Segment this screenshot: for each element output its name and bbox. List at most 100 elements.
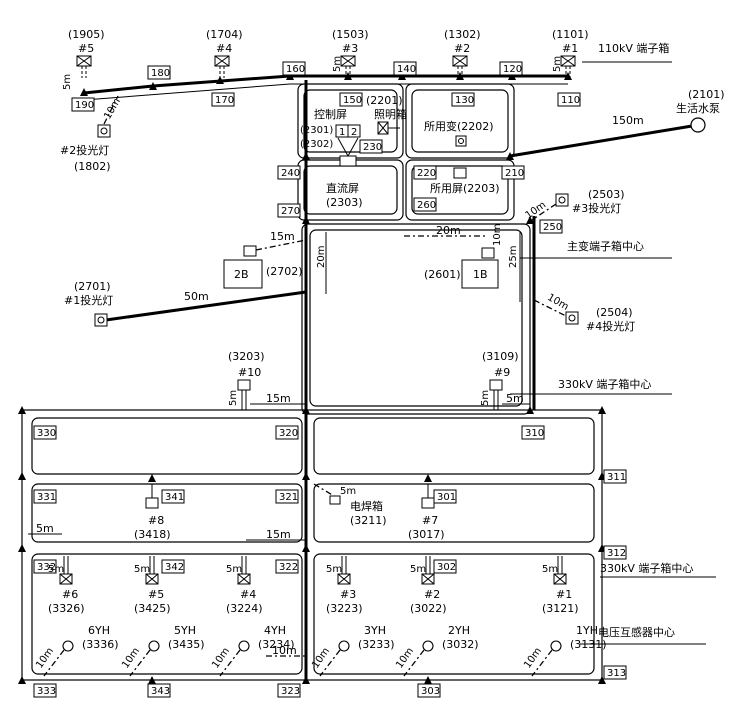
dist-150m: 150m [612, 114, 644, 127]
water-pump-id: (2101) [688, 88, 725, 101]
node-label-303: 303 [421, 686, 440, 697]
panel-2-box [347, 124, 361, 138]
top-dims: 5m 5m 5m [62, 56, 563, 90]
junction-marker-29 [424, 676, 432, 684]
kv330-lower-box-num: #6 [62, 588, 78, 601]
node-box-312 [603, 545, 627, 560]
node-331: 331 [33, 489, 57, 504]
node-label-170: 170 [215, 95, 234, 106]
node-120: 120 [499, 61, 523, 76]
voltage-transformer-icon [550, 640, 562, 652]
node-260: 260 [413, 197, 437, 212]
node-323: 323 [277, 683, 301, 698]
kv330-lower-box-4: 5m#4(3224) [226, 556, 263, 615]
top-terminal-box-num: #4 [216, 42, 232, 55]
dist-5m-g: 5m [340, 486, 356, 497]
water-pump: (2101) 生活水泵 150m [612, 88, 725, 133]
yard-row1-right [313, 417, 595, 475]
dist-5m-c: 5m [552, 56, 563, 72]
junction-marker-13 [526, 216, 534, 224]
voltage-transformer-icon [422, 640, 434, 652]
junction-marker-22 [424, 474, 432, 482]
floodlight-4-label: #4投光灯 [586, 319, 635, 333]
floodlight-1-label: #1投光灯 [64, 293, 113, 307]
floodlight-1-icon [94, 313, 108, 327]
voltage-transformer-cable [531, 649, 553, 677]
dist-5m-d: 5m [228, 390, 239, 406]
node-box-321 [275, 489, 299, 504]
station-panel-label: 所用屏(2203) [430, 182, 500, 195]
junction-marker-6 [398, 72, 406, 80]
dist-15m-c: 15m [266, 528, 291, 541]
node-box-301 [433, 489, 457, 504]
kv330-lower-box-num: #3 [340, 588, 356, 601]
building-block-panel [405, 159, 515, 221]
node-box-110 [557, 92, 581, 107]
station-transformer: 所用变(2202) 所用屏(2203) [424, 119, 500, 195]
kv330-lower-box-id: (3224) [226, 602, 263, 615]
dist-5m-a: 5m [62, 74, 73, 90]
top-terminal-box-cross-2 [76, 55, 92, 67]
station-transformer-icon [455, 135, 467, 147]
top-terminal-box-num: #3 [342, 42, 358, 55]
node-320: 320 [275, 425, 299, 440]
control-id-a: (2301) [300, 125, 333, 136]
kv330-mid-box-7-icon [421, 497, 435, 509]
junction-marker-4 [286, 72, 294, 80]
node-270: 270 [277, 203, 301, 218]
voltage-transformer-cable [43, 649, 65, 677]
node-label-311: 311 [607, 472, 626, 483]
voltage-transformer-cable [219, 649, 241, 677]
node-box-311 [603, 469, 627, 484]
kv330-lower-box-5: 5m#5(3425) [134, 556, 171, 615]
station-panel-icon [453, 167, 467, 179]
lighting-box-cross-2 [377, 121, 389, 135]
node-label-130: 130 [455, 95, 474, 106]
node-label-310: 310 [525, 428, 544, 439]
dist-10m-k: 10m [272, 644, 297, 657]
junction-marker-12 [302, 216, 310, 224]
top-terminal-box-cross-2 [560, 55, 576, 67]
kv330-mid-box-7-id: (3017) [408, 528, 445, 541]
floodlight-3-icon [555, 193, 569, 207]
pump-cable [509, 124, 693, 158]
main-trench-outer [301, 223, 531, 415]
node-label-230: 230 [363, 142, 382, 153]
node-box-180 [147, 65, 171, 80]
voltage-transformer-icon [338, 640, 350, 652]
dist-20m-a: 20m [436, 224, 461, 237]
junction-marker-14 [302, 406, 310, 414]
node-label-331: 331 [37, 492, 56, 503]
voltage-transformer-id: (3234) [258, 638, 295, 651]
panel-1-label: 1 [339, 127, 345, 138]
dist-20m-b: 20m [316, 246, 327, 268]
node-label-321: 321 [279, 492, 298, 503]
dist-10m-d: 10m [545, 292, 570, 313]
building-block-panel-inner [411, 165, 509, 215]
node-box-260 [413, 197, 437, 212]
control-building: 控制屏 (2201) 照明箱 (2301) (2302) 1 2 直流屏 (23… [300, 94, 407, 209]
node-box-331 [33, 489, 57, 504]
dc-panel-icon [339, 155, 357, 167]
node-box-270 [277, 203, 301, 218]
kv330-mid-box-8-num: #8 [148, 514, 164, 527]
node-box-310 [521, 425, 545, 440]
floodlight-3: 10m (2503) #3投光灯 [524, 188, 625, 221]
floodlight-2-id: (1802) [74, 160, 111, 173]
kv330-lower-box-dist: 5m [410, 564, 426, 575]
kv330-lower-box-2: 5m#2(3022) [410, 556, 447, 615]
light1-cable [105, 290, 307, 322]
voltage-transformer-dist: 10m [210, 646, 232, 671]
node-322: 322 [275, 559, 299, 574]
top-terminal-box-2: (1704)#4 [206, 28, 243, 78]
kv330-upper-boxes: (3203) #10 5m 15m (3109) #9 5m 5m [228, 350, 530, 410]
kv330-lower-box-id: (3326) [48, 602, 85, 615]
kv330-upper-box-9-id: (3109) [482, 350, 519, 363]
lighting-label: 照明箱 [374, 107, 407, 121]
voltage-transformer-cable [319, 649, 341, 677]
node-150: 150 [339, 92, 363, 107]
top-terminal-box-1: (1905)#5 [68, 28, 105, 78]
node-box-343 [147, 683, 171, 698]
